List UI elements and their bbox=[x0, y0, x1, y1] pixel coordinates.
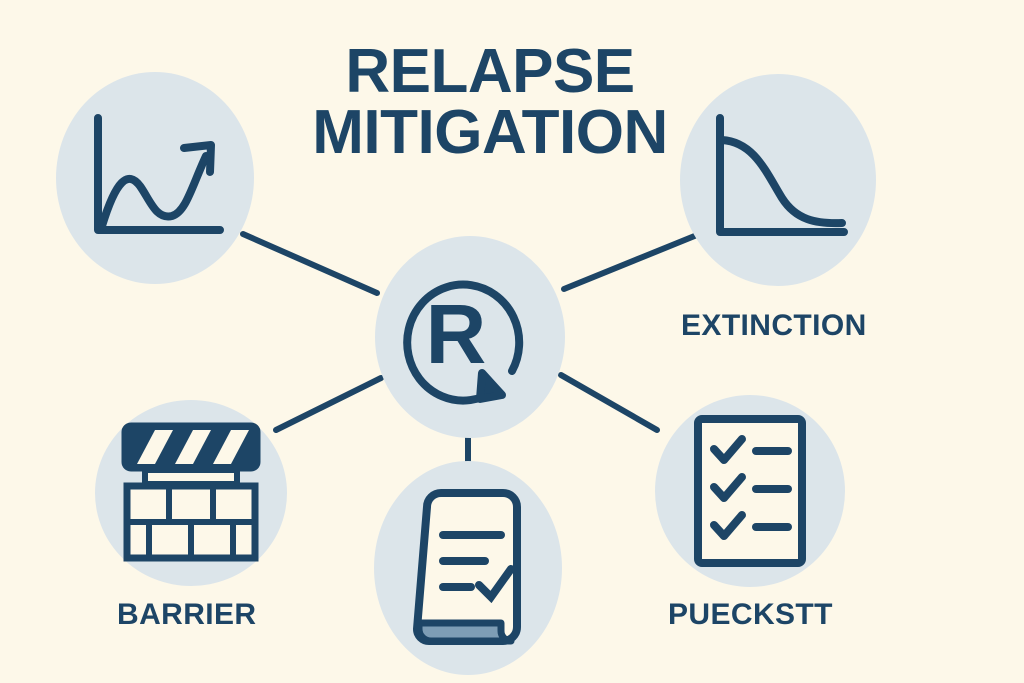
circular-arrow-recycle-icon: R bbox=[403, 280, 524, 405]
line-chart-up-arrow-icon bbox=[94, 114, 224, 234]
brick-wall-barrier-icon bbox=[121, 422, 261, 562]
node-label-barrier: BARRIER bbox=[117, 598, 257, 631]
node-growth-trend[interactable] bbox=[56, 72, 254, 284]
checklist-clipboard-icon bbox=[694, 415, 806, 567]
connector-hub-to-growth-trend bbox=[240, 231, 380, 296]
page-title-line-1: RELAPSE bbox=[345, 37, 635, 106]
node-label-pueckstt: PUECKSTT bbox=[668, 598, 833, 631]
connector-hub-to-pueckstt bbox=[558, 372, 660, 433]
page-title-line-2: MITIGATION bbox=[312, 97, 668, 167]
node-barrier[interactable] bbox=[95, 400, 287, 586]
node-extinction[interactable] bbox=[680, 74, 876, 286]
connector-hub-to-barrier bbox=[273, 375, 384, 433]
node-label-extinction: EXTINCTION bbox=[681, 309, 867, 342]
page-title: RELAPSE MITIGATION bbox=[255, 37, 725, 167]
node-plan-document[interactable] bbox=[374, 461, 562, 675]
hub-letter: R bbox=[426, 287, 487, 381]
connector-hub-to-extinction bbox=[561, 232, 700, 292]
document-checkmark-icon bbox=[413, 489, 521, 645]
node-pueckstt[interactable] bbox=[655, 395, 845, 587]
node-hub[interactable]: R bbox=[375, 236, 565, 438]
decay-curve-chart-icon bbox=[716, 114, 848, 236]
